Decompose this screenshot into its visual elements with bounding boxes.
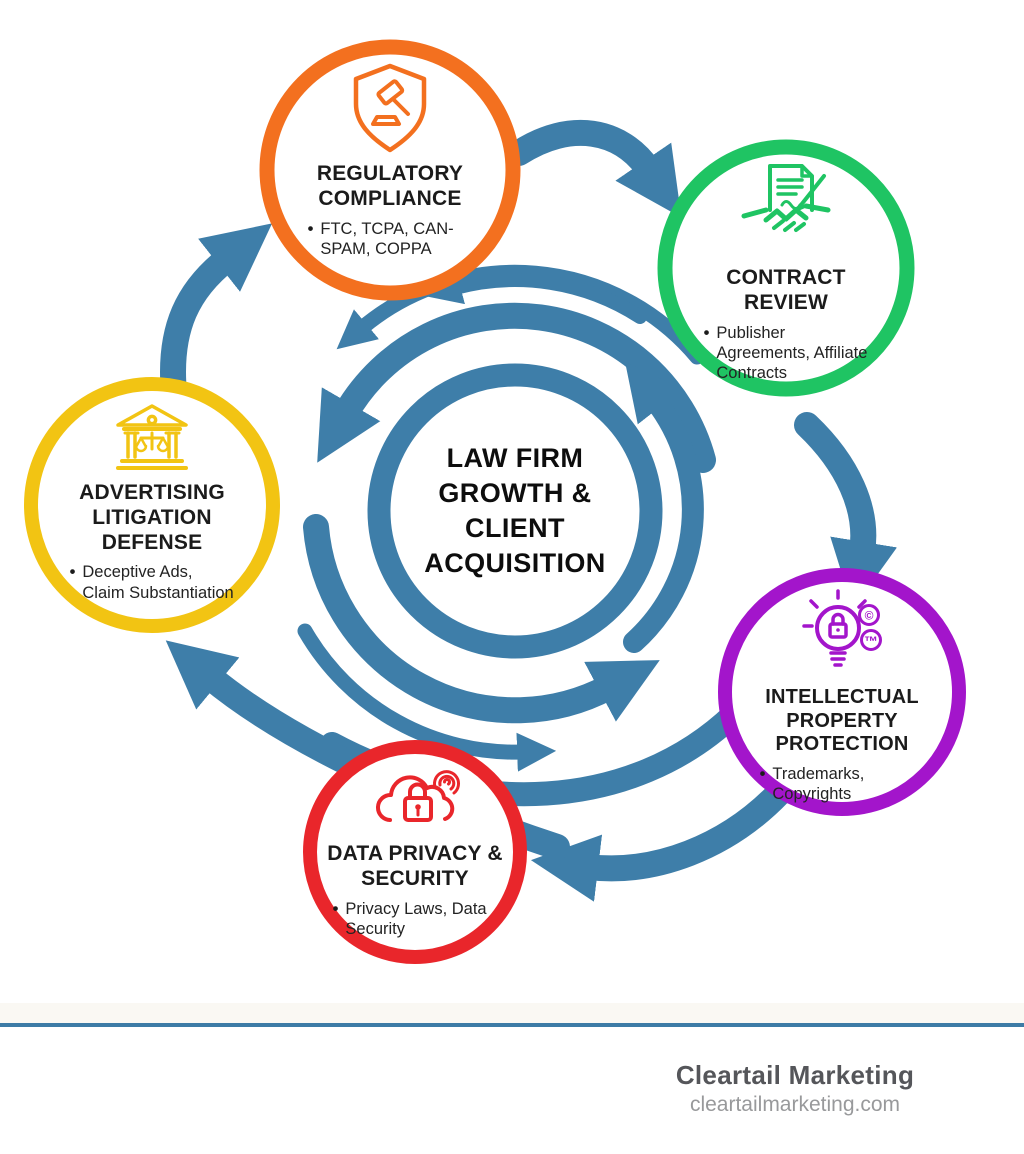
node-advertising-litigation: ADVERTISING LITIGATION DEFENSE • Decepti…: [51, 395, 253, 603]
bullet-marker: •: [307, 219, 314, 238]
node-data-privacy: DATA PRIVACY & SECURITY • Privacy Laws, …: [318, 760, 512, 939]
circle-rings: [24, 39, 966, 964]
swirl-arrows: [297, 264, 746, 807]
node-bullet: • Trademarks, Copyrights: [760, 764, 925, 805]
node-contract-review: CONTRACT REVIEW • Publisher Agreements, …: [679, 160, 893, 384]
swirl-arc-bottom: [303, 514, 660, 724]
node-bullet: • FTC, TCPA, CAN-SPAM, COPPA: [308, 219, 473, 260]
footer-texture-strip: [0, 1003, 1024, 1023]
intellectual-property-ring: [718, 568, 966, 816]
bullet-text: Trademarks, Copyrights: [772, 764, 865, 804]
node-regulatory-compliance: REGULATORY COMPLIANCE • FTC, TCPA, CAN-S…: [283, 60, 497, 259]
footer-divider: [0, 1023, 1024, 1027]
trademark-symbol: ™: [864, 633, 878, 649]
shield-gavel-icon: [353, 63, 427, 153]
node-title: CONTRACT REVIEW: [726, 266, 846, 314]
node-bullet: • Privacy Laws, Data Security: [333, 899, 498, 940]
node-title: REGULATORY COMPLIANCE: [316, 162, 464, 210]
node-intellectual-property: © ™ INTELLECTUAL PROPERTY PROTECTION • T…: [739, 588, 945, 805]
bullet-marker: •: [69, 563, 76, 582]
node-bullet: • Publisher Agreements, Affiliate Contra…: [704, 323, 869, 384]
bullet-text: Deceptive Ads, Claim Substantiation: [82, 563, 234, 602]
regulatory-compliance-ring: [259, 39, 521, 301]
node-title: ADVERTISING LITIGATION DEFENSE: [79, 481, 225, 554]
courthouse-scales-icon: [116, 404, 188, 470]
arrow-contract-to-ip: [794, 412, 897, 609]
arrow-advertising-to-regulatory: [160, 223, 273, 406]
center-title: LAW FIRM GROWTH & CLIENT ACQUISITION: [424, 443, 606, 579]
node-title: DATA PRIVACY & SECURITY: [327, 842, 503, 890]
node-law-firm-growth: LAW FIRM GROWTH & CLIENT ACQUISITION: [407, 385, 623, 581]
bullet-marker: •: [332, 899, 339, 918]
swirl-arc-bottom-thin: [297, 623, 557, 772]
bullet-text: Privacy Laws, Data Security: [345, 899, 487, 938]
swirl-arc-right: [623, 361, 704, 653]
brand-name: Cleartail Marketing: [675, 1060, 915, 1090]
footer-brand-block: Cleartail Marketing cleartailmarketing.c…: [676, 1060, 914, 1117]
bullet-marker: •: [703, 323, 710, 342]
advertising-litigation-ring: [24, 377, 280, 633]
arrow-regulatory-to-contract: [506, 119, 682, 218]
contract-review-ring: [657, 139, 915, 397]
arrow-ip-to-privacy: [530, 780, 792, 902]
bullet-text: Publisher Agreements, Affiliate Contract…: [716, 323, 868, 383]
contract-signing-handshake-icon: [741, 164, 831, 232]
brand-website: cleartailmarketing.com: [689, 1093, 901, 1116]
node-title: INTELLECTUAL PROPERTY PROTECTION: [765, 686, 919, 756]
bullet-marker: •: [759, 764, 766, 783]
data-privacy-ring: [303, 740, 527, 964]
center-circle-ring: [367, 363, 663, 659]
bullet-text: FTC, TCPA, CAN-SPAM, COPPA: [320, 219, 454, 258]
swirl-arc-top-small: [425, 269, 647, 324]
copyright-symbol: ©: [865, 609, 874, 623]
idea-bulb-lock-icon: © ™: [802, 589, 882, 667]
node-bullet: • Deceptive Ads, Claim Substantiation: [70, 562, 235, 603]
cloud-lock-fingerprint-icon: [376, 770, 460, 822]
